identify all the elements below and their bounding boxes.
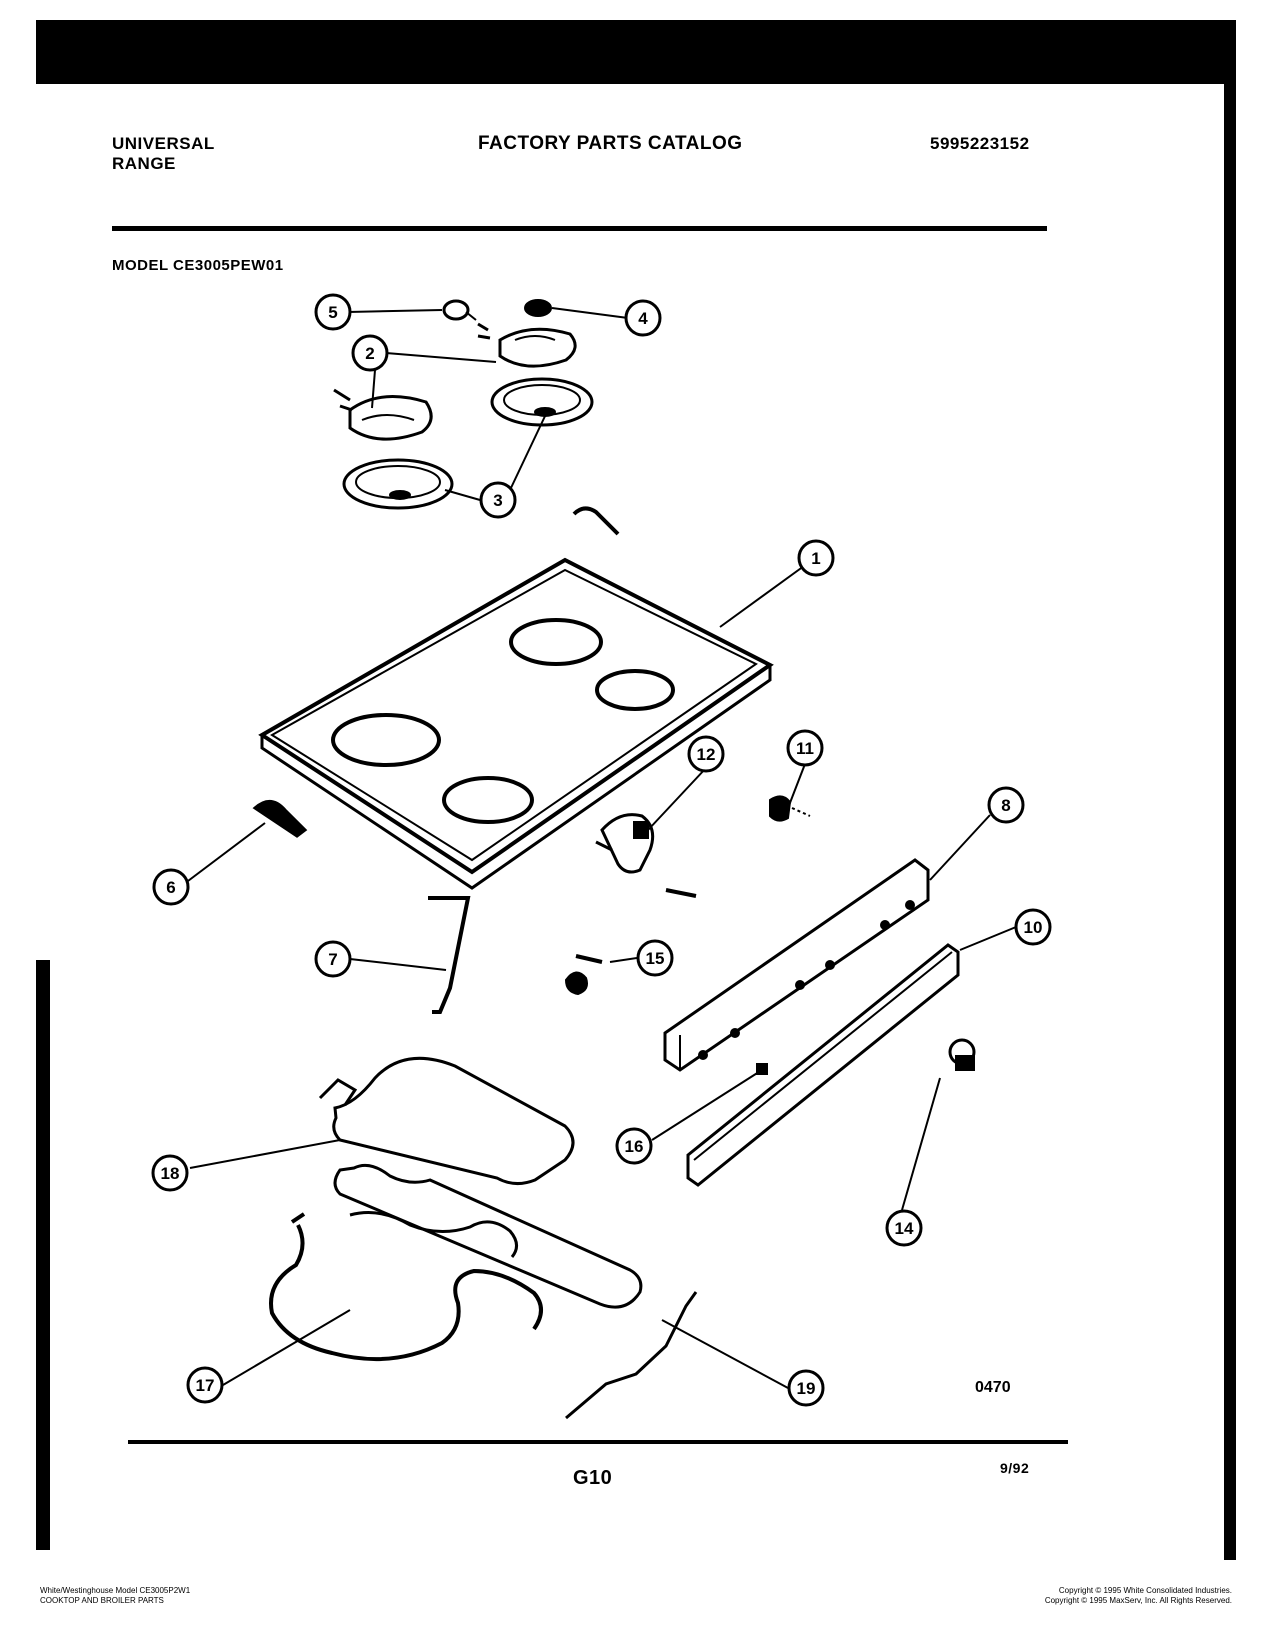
callout-14: 14 bbox=[895, 1219, 914, 1238]
part-1-cooktop bbox=[258, 557, 774, 890]
scan-top-border bbox=[36, 20, 1236, 84]
callout-circles bbox=[151, 293, 1052, 1407]
part-18-broil-element bbox=[318, 1056, 643, 1309]
callout-16: 16 bbox=[625, 1137, 644, 1156]
brand-line-2: RANGE bbox=[112, 154, 176, 173]
callout-19: 19 bbox=[797, 1379, 816, 1398]
part-7-wire bbox=[428, 896, 471, 1014]
part-3-drip-bowl-lower bbox=[342, 458, 454, 510]
part-12-bracket bbox=[595, 813, 655, 874]
catalog-number: 5995223152 bbox=[930, 134, 1030, 153]
figure-code: 0470 bbox=[975, 1379, 1011, 1396]
callout-7: 7 bbox=[328, 950, 337, 969]
part-16-screw bbox=[756, 1063, 768, 1075]
copyright-line-1: Copyright © 1995 White Consolidated Indu… bbox=[1058, 1586, 1232, 1595]
scan-left-border bbox=[36, 960, 50, 1550]
model-label: MODEL CE3005PEW01 bbox=[112, 257, 284, 274]
catalog-title: FACTORY PARTS CATALOG bbox=[478, 133, 743, 154]
callout-5: 5 bbox=[328, 303, 337, 322]
callout-15: 15 bbox=[646, 949, 665, 968]
part-5-knob bbox=[442, 299, 477, 321]
part-11-socket bbox=[769, 795, 811, 822]
part-6-hinge bbox=[252, 800, 308, 838]
part-2-switch-lower bbox=[333, 388, 433, 441]
part-3-drip-bowl-upper bbox=[490, 377, 594, 427]
callout-18: 18 bbox=[161, 1164, 180, 1183]
footer-rule bbox=[128, 1440, 1068, 1444]
callout-6: 6 bbox=[166, 878, 175, 897]
callout-11: 11 bbox=[796, 739, 814, 758]
callout-4: 4 bbox=[638, 309, 648, 328]
callout-12: 12 bbox=[697, 745, 716, 764]
callout-8: 8 bbox=[1001, 796, 1010, 815]
brand-line-1: UNIVERSAL bbox=[112, 134, 215, 153]
part-2-switch-upper bbox=[477, 322, 577, 368]
part-17-bake-element bbox=[269, 1212, 543, 1362]
cooktop-clip bbox=[572, 506, 620, 536]
part-8-control-panel bbox=[663, 858, 930, 1072]
header-rule bbox=[112, 226, 1047, 231]
callout-1: 1 bbox=[811, 549, 820, 568]
copyright-line-2: Copyright © 1995 MaxServ, Inc. All Right… bbox=[1044, 1596, 1232, 1605]
callout-2: 2 bbox=[365, 344, 374, 363]
callout-17: 17 bbox=[196, 1376, 215, 1395]
leader-lines bbox=[179, 307, 1017, 1389]
part-19-wire bbox=[565, 1291, 698, 1420]
part-10-trim-strip bbox=[686, 943, 960, 1187]
callout-3: 3 bbox=[493, 491, 502, 510]
part-4-cap bbox=[524, 299, 552, 317]
date-code: 9/92 bbox=[1000, 1460, 1030, 1476]
page-code: G10 bbox=[573, 1467, 613, 1489]
scan-right-border bbox=[1224, 20, 1236, 1560]
footer-model-note: White/Westinghouse Model CE3005P2W1 bbox=[40, 1586, 191, 1595]
part-15-clip bbox=[564, 888, 697, 996]
footer-section-note: COOKTOP AND BROILER PARTS bbox=[40, 1596, 164, 1605]
callout-10: 10 bbox=[1024, 918, 1043, 937]
part-14-knob bbox=[948, 1038, 976, 1071]
